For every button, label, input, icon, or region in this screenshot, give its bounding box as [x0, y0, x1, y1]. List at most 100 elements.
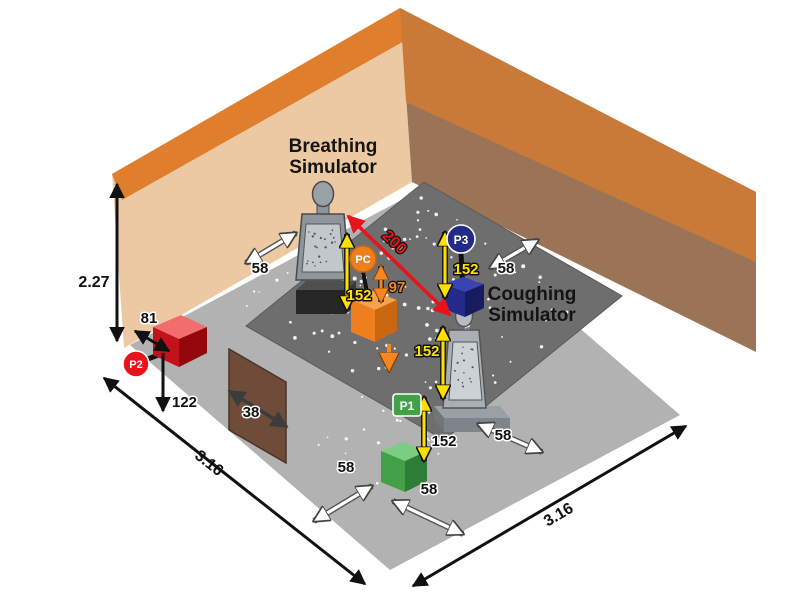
particle-dot [434, 380, 438, 384]
badge-p3: P3 [446, 224, 476, 254]
particle-dot [334, 241, 336, 243]
particle-dot [337, 331, 341, 335]
arrow-58-p3 [490, 237, 538, 271]
particle-dot [352, 370, 355, 372]
particle-dot [320, 329, 324, 333]
particle-dot [399, 419, 402, 423]
meas-58-p3: 58 [498, 260, 515, 277]
particle-dot [456, 361, 459, 364]
particle-dot [330, 334, 335, 339]
particle-dot [530, 318, 533, 322]
particle-dot [323, 238, 326, 241]
particle-dot [462, 385, 464, 388]
meas-58-p1-right: 58 [421, 481, 438, 498]
particle-dot [427, 209, 430, 212]
particle-dot [375, 481, 379, 485]
particle-dot [501, 335, 504, 338]
particle-dot [402, 302, 407, 307]
particle-dot [344, 452, 347, 455]
particle-dot [308, 231, 310, 233]
meas-152-p1: 152 [431, 433, 456, 450]
particle-dot [461, 381, 464, 384]
particle-dot [329, 233, 332, 235]
particle-dot [332, 236, 335, 239]
particle-dot [327, 350, 331, 353]
particle-dot [450, 256, 453, 259]
particle-dot [415, 235, 419, 238]
particle-dot [289, 320, 292, 324]
particle-dot [428, 439, 431, 442]
particle-dot [376, 347, 379, 350]
particle-dot [316, 246, 319, 249]
particle-dot [409, 238, 412, 241]
particle-dot [509, 269, 513, 273]
particle-dot [306, 262, 308, 265]
red-box-side [179, 327, 207, 367]
particle-dot [431, 349, 436, 354]
particle-dot [463, 372, 465, 374]
dim-width-right-316: 3.16 [541, 500, 577, 531]
meas-58-cough: 58 [495, 427, 512, 444]
particle-dot [544, 319, 547, 322]
room-wall-left-top-band [112, 8, 406, 200]
meas-58-p1-left: 58 [338, 459, 355, 476]
badge-p1: P1 [392, 393, 422, 417]
particle-dot [565, 310, 569, 314]
cough-panel-speckles [453, 346, 474, 388]
badge-p1-label: P1 [400, 399, 415, 413]
particle-dot [318, 255, 321, 258]
particle-dot [424, 381, 427, 383]
particle-dot [538, 281, 541, 284]
particle-dot [319, 236, 323, 240]
particle-dot [376, 366, 381, 371]
particle-dot [434, 337, 437, 340]
arrow-200 [346, 214, 452, 317]
particle-dot [462, 346, 464, 348]
badge-pc: PC [349, 245, 377, 273]
particle-dot [453, 369, 456, 372]
breathing-panel-speckles [306, 229, 336, 267]
badge-pc-label: PC [355, 254, 370, 266]
label-coughing-line1: Coughing [488, 284, 577, 305]
particle-dot [362, 428, 366, 431]
particle-dot [491, 374, 495, 377]
particle-dot [425, 323, 429, 327]
badge-p2-label: P2 [129, 359, 142, 371]
particle-dot [312, 261, 314, 264]
particle-dot [470, 380, 472, 383]
particle-dot [463, 359, 466, 362]
particle-dot [425, 237, 428, 239]
particle-dot [437, 452, 440, 455]
particle-dot [416, 219, 420, 222]
particle-dot [352, 276, 357, 281]
particle-dot [514, 271, 517, 274]
meas-58-breathing: 58 [252, 260, 269, 277]
particle-dot [245, 305, 248, 307]
particle-dot [461, 352, 464, 355]
arrow-58-p1-right [393, 498, 463, 537]
dim-height-227: 2.27 [78, 274, 109, 291]
meas-152-p3: 152 [453, 261, 478, 278]
particle-dot [307, 260, 309, 262]
arrow-38 [227, 389, 289, 429]
particle-dot [493, 273, 497, 277]
particle-dot [456, 218, 458, 221]
particle-dot [317, 443, 320, 446]
particle-dot [376, 441, 381, 445]
particle-dot [434, 212, 439, 217]
particle-dot [325, 260, 328, 263]
particle-dot [427, 411, 431, 414]
label-breathing-line1: Breathing [289, 136, 378, 157]
arrow-width-right-316 [411, 424, 688, 588]
particle-dot [435, 328, 439, 333]
particle-dot [275, 278, 279, 282]
particle-dot [319, 261, 322, 264]
arrow-width-left-316 [102, 376, 367, 586]
arrow-81 [133, 329, 171, 353]
particle-dot [471, 366, 474, 369]
particle-dot [416, 306, 421, 310]
particle-dot [293, 336, 297, 340]
navy-box-top [444, 277, 484, 292]
